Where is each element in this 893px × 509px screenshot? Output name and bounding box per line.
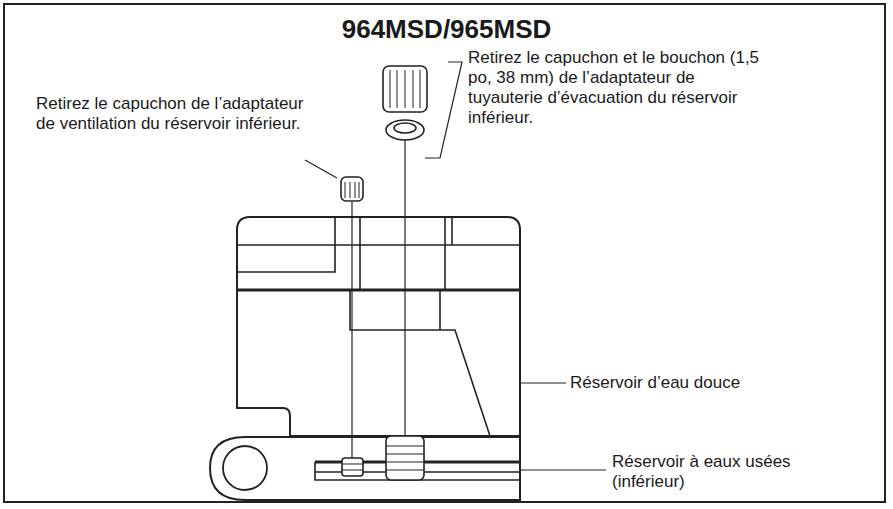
diagram-title: 964MSD/965MSD bbox=[0, 14, 893, 45]
part-label: Réservoir à eaux usées (inférieur) bbox=[612, 452, 812, 492]
callout-note: Retirez le capuchon et le bouchon (1,5 p… bbox=[468, 48, 768, 128]
part-label: Réservoir d’eau douce bbox=[570, 373, 830, 393]
callout-note: Retirez le capuchon de l’adaptateur de v… bbox=[36, 94, 304, 134]
